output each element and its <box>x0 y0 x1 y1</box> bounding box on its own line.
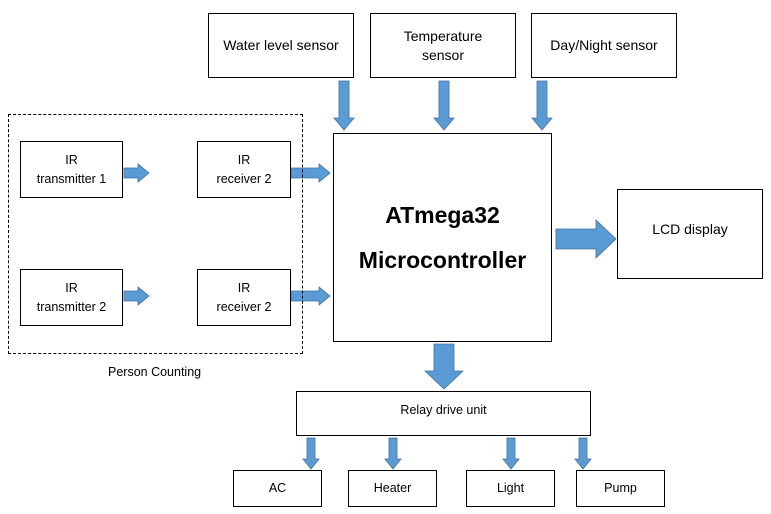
arrow-tx2-to-rx2 <box>123 286 150 306</box>
lcd-display-box: LCD display <box>617 189 763 279</box>
relay-drive-unit-box: Relay drive unit <box>296 391 591 436</box>
ir-transmitter-1-box: IR transmitter 1 <box>20 141 123 198</box>
lcd-display-label: LCD display <box>652 221 728 237</box>
light-box: Light <box>466 470 555 507</box>
ir-transmitter-2-label-line2: transmitter 2 <box>36 299 107 314</box>
ir-transmitter-2-box: IR transmitter 2 <box>20 269 123 326</box>
ir-receiver-2-label-line1: IR <box>237 281 251 296</box>
arrow-mcu-to-relay <box>423 343 465 390</box>
water-level-sensor-label: Water level sensor <box>223 37 339 54</box>
arrow-relay-to-ac <box>302 437 320 470</box>
ir-receiver-1-label-line1: IR <box>237 153 251 168</box>
arrow-water-to-mcu <box>333 80 355 131</box>
arrow-tx1-to-rx1 <box>123 163 150 183</box>
ir-receiver-2-box: IR receiver 2 <box>197 269 291 326</box>
arrow-rx1-to-mcu <box>290 163 331 183</box>
pump-box: Pump <box>576 470 665 507</box>
person-counting-label: Person Counting <box>108 365 202 379</box>
heater-label: Heater <box>373 481 412 496</box>
heater-box: Heater <box>348 470 437 507</box>
temperature-sensor-label-line1: Temperature <box>403 28 483 45</box>
temperature-sensor-box: Temperature sensor <box>370 13 516 78</box>
arrow-rx2-to-mcu <box>290 286 331 306</box>
day-night-sensor-label: Day/Night sensor <box>550 37 658 54</box>
ir-receiver-1-box: IR receiver 2 <box>197 141 291 198</box>
ir-transmitter-1-label-line1: IR <box>65 153 78 168</box>
ir-transmitter-2-label-line1: IR <box>65 281 78 296</box>
arrow-relay-to-heater <box>384 437 402 470</box>
ac-box: AC <box>233 470 322 507</box>
day-night-sensor-box: Day/Night sensor <box>531 13 677 78</box>
pump-label: Pump <box>604 481 637 496</box>
microcontroller-label-line1: ATmega32 <box>385 201 500 228</box>
ir-receiver-1-label-line2: receiver 2 <box>216 171 272 186</box>
arrow-daynight-to-mcu <box>531 80 553 131</box>
relay-drive-unit-label: Relay drive unit <box>400 403 487 417</box>
arrow-mcu-to-lcd <box>555 219 617 259</box>
arrow-relay-to-light <box>502 437 520 470</box>
microcontroller-label-line2: Microcontroller <box>358 246 527 273</box>
ir-transmitter-1-label-line2: transmitter 1 <box>36 171 107 186</box>
temperature-sensor-label-line2: sensor <box>421 46 465 63</box>
ir-receiver-2-label-line2: receiver 2 <box>216 299 272 314</box>
person-counting-group <box>8 114 303 354</box>
ac-label: AC <box>268 481 287 496</box>
arrow-relay-to-pump <box>574 437 592 470</box>
water-level-sensor-box: Water level sensor <box>208 13 354 78</box>
microcontroller-box: ATmega32 Microcontroller <box>333 133 552 342</box>
light-label: Light <box>496 481 525 496</box>
arrow-temp-to-mcu <box>433 80 455 131</box>
